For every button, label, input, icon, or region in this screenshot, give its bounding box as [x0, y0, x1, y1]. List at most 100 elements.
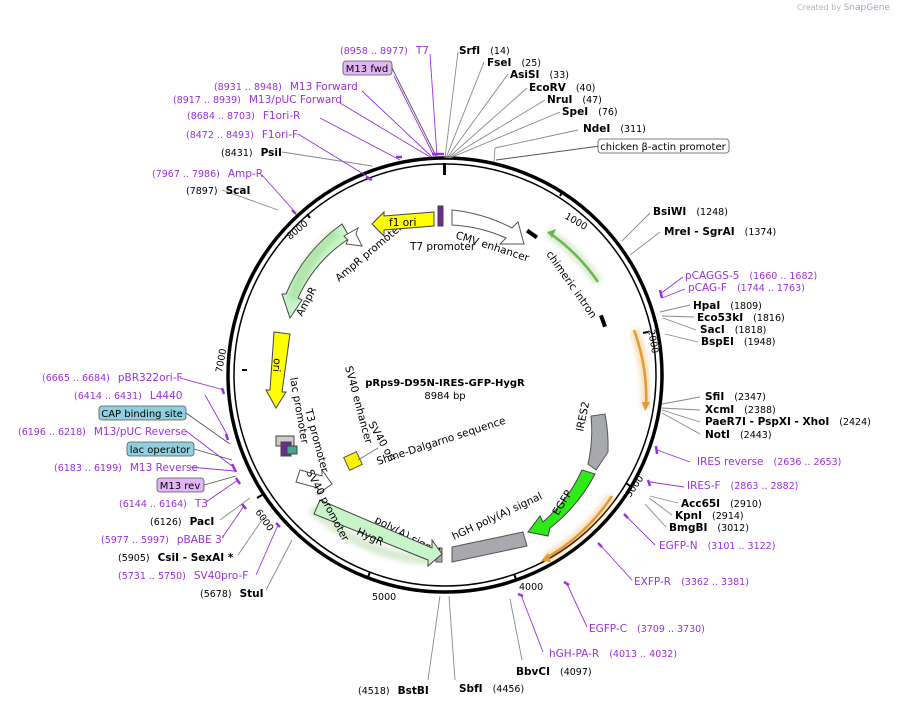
plasmid-size: 8984 bp [424, 391, 465, 402]
boxed-label-m13-fwd: M13 fwd [342, 60, 393, 76]
egfp-arrow [527, 469, 596, 537]
enzyme-xcmi: XcmI(2388) [705, 404, 776, 416]
primer-ires-f: IRES-F(2863 .. 2882) [687, 480, 798, 492]
shine-dalgarno-label: Shine-Dalgarno sequence [375, 415, 507, 468]
enzyme-bmgbi: BmgBI(3012) [669, 522, 749, 534]
enzyme-ndei: NdeI(311) [583, 123, 646, 135]
chicken-text: chicken β-actin promoter [600, 142, 726, 153]
ruler-2000: 2000 [645, 329, 660, 355]
created-by-text: Created by [797, 3, 842, 12]
primer-labels-right: pCAGGS-5(1660 .. 1682) pCAG-F(1744 .. 17… [549, 270, 841, 660]
primer-m13-puc-reverse: (6196 .. 6218)M13/pUC Reverse [18, 426, 187, 438]
enzyme-eco53ki: Eco53kI(1816) [697, 312, 785, 324]
primer-exfp-r: EXFP-R(3362 .. 3381) [634, 576, 749, 588]
box-leaders [185, 67, 601, 486]
primer-m13-reverse: (6183 .. 6199)M13 Reverse [54, 462, 198, 474]
primer-pcaggs-5: pCAGGS-5(1660 .. 1682) [685, 270, 817, 282]
primer-l4440: (6414 .. 6431)L4440 [74, 390, 182, 402]
enzyme-scai: (7897)ScaI [186, 185, 250, 197]
ampr-promoter-arrow [343, 226, 363, 247]
enzyme-nrui: NruI(47) [547, 94, 602, 106]
primer-ires-reverse: IRES reverse(2636 .. 2653) [697, 456, 841, 468]
chimeric-intron-label: chimeric intron [544, 249, 599, 321]
enzyme-bsiwi: BsiWI(1248) [653, 206, 728, 218]
enzyme-noti: NotI(2443) [705, 429, 772, 441]
ruler-1000: 1000 [563, 211, 589, 233]
primer-f1ori-f: (8472 .. 8493)F1ori-F [186, 129, 298, 141]
enzyme-labels-bottom: BbvCI(4097) SbfI(4456) (4518)BstBI [358, 666, 592, 697]
ruler-5000: 5000 [372, 592, 396, 603]
boxed-label-m13-rev: M13 rev [156, 477, 205, 493]
ruler-7000: 7000 [214, 348, 229, 374]
enzyme-kpni: KpnI(2914) [675, 510, 744, 522]
primer-egfp-n: EGFP-N(3101 .. 3122) [659, 540, 775, 552]
m13-rev-text: M13 rev [160, 481, 201, 492]
enzyme-psii: (8431)PsiI [221, 147, 282, 159]
primer-leaders [179, 53, 691, 653]
primer-t3: (6144 .. 6164)T3 [119, 498, 208, 510]
lac-operator-text: lac operator [130, 445, 191, 456]
hgh-polya-box [451, 531, 528, 563]
orange-arrow-lower [545, 495, 614, 560]
cap-text: CAP binding site [101, 409, 183, 420]
enzyme-spei: SpeI(76) [562, 106, 618, 118]
ires2-box [587, 413, 609, 471]
enzyme-acc65i: Acc65I(2910) [681, 498, 762, 510]
enzyme-csii-sexai: (5905)CsiI - SexAI * [118, 552, 234, 564]
primer-f1ori-r: (8684 .. 8703)F1ori-R [187, 110, 300, 122]
hgh-polya-label: hGH poly(A) signal [450, 490, 544, 542]
enzyme-sbfi: SbfI(4456) [459, 683, 524, 695]
primer-pbabe-3: (5977 .. 5997)pBABE 3' [101, 534, 225, 546]
enzyme-leaders [219, 51, 701, 681]
ruler-ticks [242, 190, 649, 580]
f1-ori-arrow [371, 210, 435, 238]
primer-m13-forward: (8931 .. 8948)M13 Forward [214, 81, 358, 93]
cmv-enhancer-arrow [451, 209, 525, 245]
enzyme-labels-top: SrfI(14) FseI(25) AsiSI(33) EcoRV(40) Nr… [459, 45, 646, 135]
enzyme-ecorv: EcoRV(40) [529, 82, 595, 94]
primer-hgh-pa-r: hGH-PA-R(4013 .. 4032) [549, 648, 677, 660]
primer-pbr322ori-f: (6665 .. 6684)pBR322ori-F [42, 372, 183, 384]
enzyme-sfii: SfiI(2347) [705, 391, 766, 403]
enzyme-labels-left: (5678)StuI (5905)CsiI - SexAI * (6126)Pa… [118, 147, 282, 600]
snapgene-logo: SnapGene [843, 3, 890, 13]
ruler-4000: 4000 [519, 582, 543, 593]
boxed-label-lac-operator: lac operator [126, 441, 195, 457]
enzyme-bstbi: (4518)BstBI [358, 685, 429, 697]
backbone-outer-ring [226, 156, 664, 594]
t7-promoter-label: T7 promoter [409, 241, 476, 253]
t7-promoter-box [437, 205, 444, 227]
sv40-enhancer-label: SV40 enhancer [342, 365, 374, 446]
ori-label: ori [270, 358, 283, 373]
enzyme-mrei-sgrai: MreI - SgrAI(1374) [664, 226, 776, 238]
primer-amp-r: (7967 .. 7986)Amp-R [152, 168, 263, 180]
enzyme-saci: SacI(1818) [700, 324, 766, 336]
enzyme-fsei: FseI(25) [487, 57, 541, 69]
enzyme-stui: (5678)StuI [200, 588, 264, 600]
primer-labels-left-top: (8958 .. 8977)T7 (8931 .. 8948)M13 Forwa… [152, 45, 429, 180]
enzyme-srfi: SrfI(14) [459, 45, 510, 57]
sv40-promoter-arrow [295, 468, 333, 495]
enzyme-paer7i-pspxi-xhoi: PaeR7I - PspXI - XhoI(2424) [705, 416, 871, 428]
primer-t7: (8958 .. 8977)T7 [340, 45, 429, 57]
sv40-ori-box [343, 451, 363, 471]
enzyme-bbvci: BbvCI(4097) [516, 666, 592, 678]
enzyme-labels-right: BsiWI(1248) MreI - SgrAI(1374) HpaI(1809… [653, 206, 871, 534]
ori-arrow [265, 331, 291, 409]
primer-sv40pro-f: (5731 .. 5750)SV40pro-F [118, 570, 248, 582]
hygr-arrow [313, 499, 443, 568]
enzyme-asisi: AsiSI(33) [510, 69, 569, 81]
enzyme-hpai: HpaI(1809) [693, 300, 762, 312]
enzyme-bspei: BspEI(1948) [701, 336, 775, 348]
ring-markers [443, 163, 607, 328]
primer-marks [220, 152, 664, 598]
created-by-watermark: Created by SnapGene [797, 3, 890, 13]
lac-region [275, 435, 298, 457]
boxed-label-chicken: chicken β-actin promoter [597, 138, 730, 154]
primer-pcag-f: pCAG-F(1744 .. 1763) [688, 282, 805, 294]
plasmid-name: pRps9-D95N-IRES-GFP-HygR [365, 378, 525, 389]
primer-egfp-c: EGFP-C(3709 .. 3730) [589, 623, 705, 635]
m13-fwd-text: M13 fwd [346, 64, 388, 75]
f1-ori-label: f1 ori [389, 217, 416, 229]
